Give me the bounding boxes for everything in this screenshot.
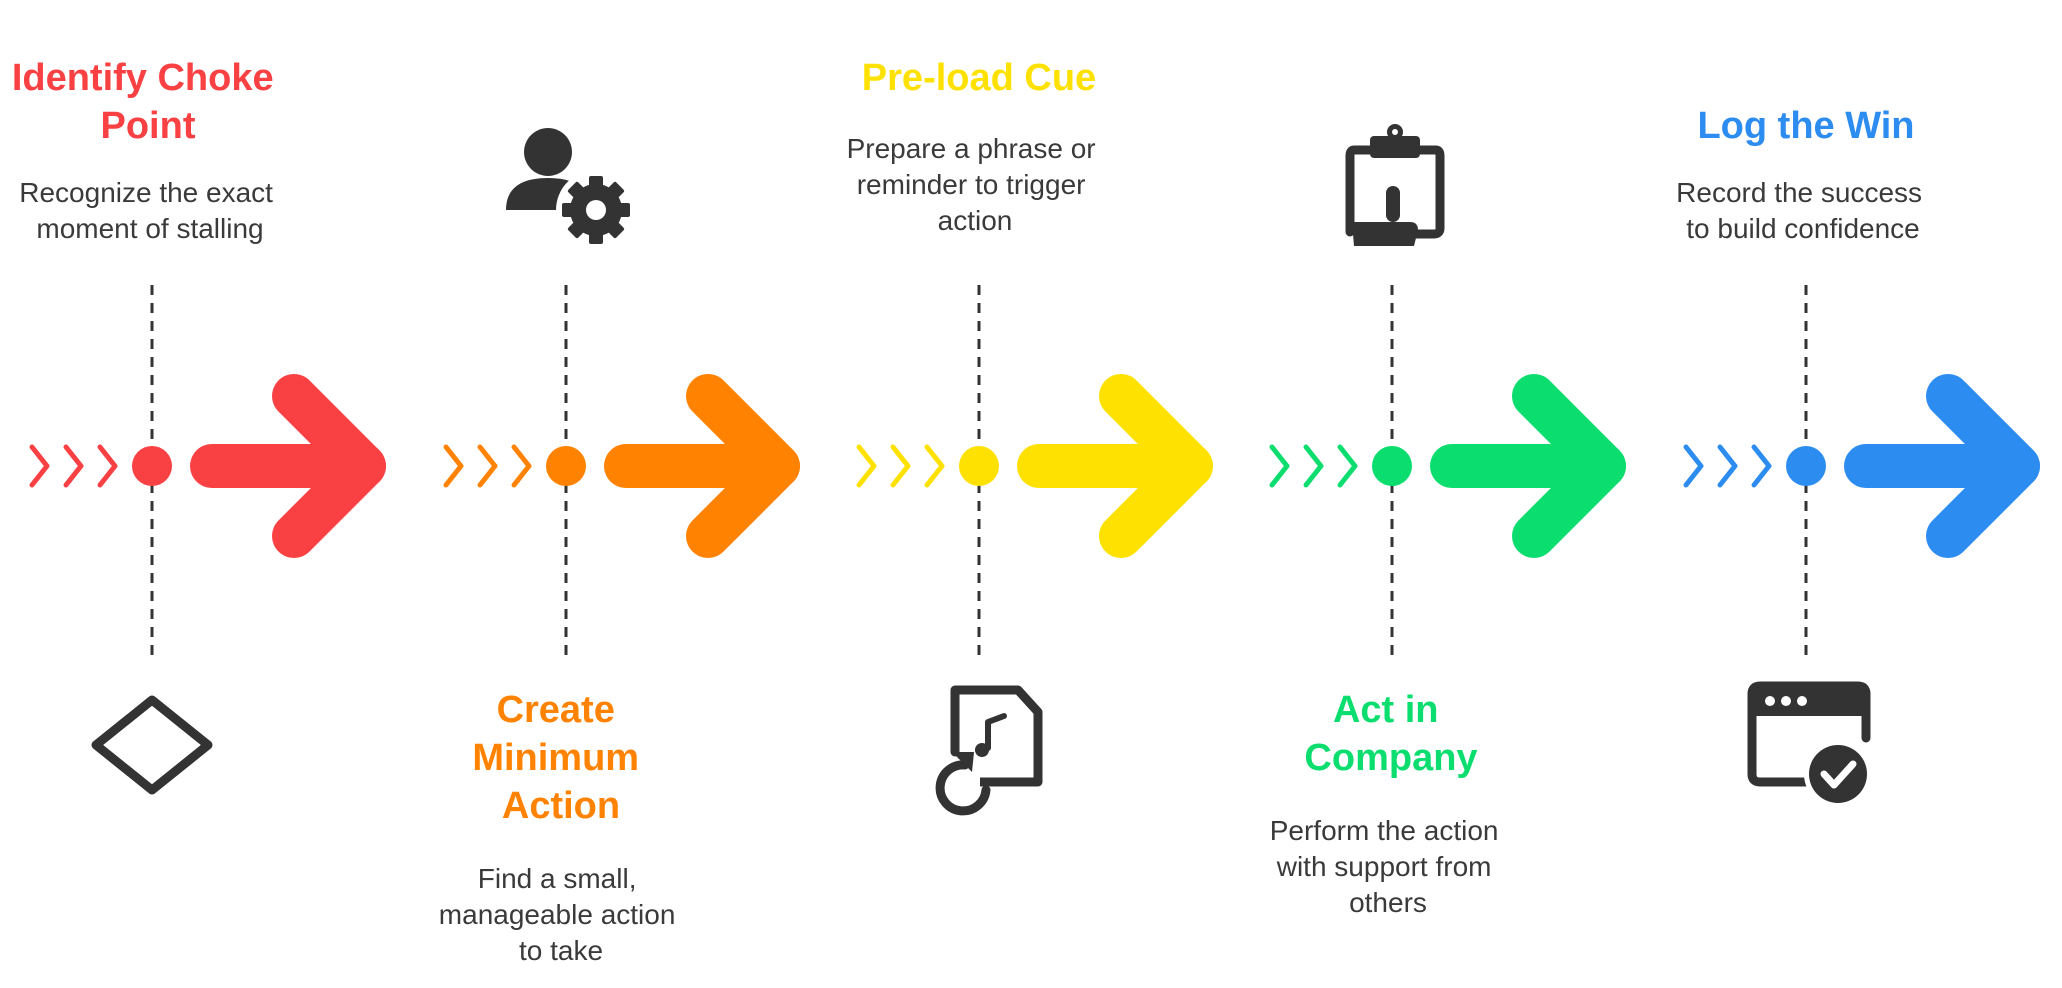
step-1-chevron-1 [29, 444, 50, 488]
step-1-title: Identify Choke Point [12, 57, 284, 147]
step-2-description: Find a small, manageable action to take [439, 863, 683, 966]
step-5-arrow [1844, 374, 2040, 558]
step-4-chevron-2 [1303, 444, 1324, 488]
step-3-chevrons [856, 444, 945, 488]
step-1-description: Recognize the exact moment of stalling [19, 177, 281, 244]
step-4-chevron-1 [1269, 444, 1290, 488]
step-3-chevron-1 [856, 444, 877, 488]
step-5: Log the Win Record the success to build … [1676, 105, 2040, 808]
step-3-title: Pre-load Cue [862, 57, 1096, 99]
step-1-chevrons [29, 444, 118, 488]
step-2-title: Create Minimum Action [472, 689, 649, 827]
step-1-chevron-2 [63, 444, 84, 488]
step-2-chevrons [443, 444, 532, 488]
step-4-description: Perform the action with support from oth… [1270, 815, 1507, 918]
step-1-dot [132, 446, 172, 486]
step-5-chevron-3 [1751, 444, 1772, 488]
step-5-description: Record the success to build confidence [1676, 177, 1930, 244]
step-1-chevron-3 [97, 444, 118, 488]
step-3-chevron-2 [890, 444, 911, 488]
step-5-chevron-2 [1717, 444, 1738, 488]
step-2-arrow [604, 374, 800, 558]
step-2-dot [546, 446, 586, 486]
step-3-chevron-3 [924, 444, 945, 488]
diamond-decision-icon [91, 695, 213, 795]
step-5-dot [1786, 446, 1826, 486]
step-2-chevron-1 [443, 444, 464, 488]
step-3-description: Prepare a phrase or reminder to trigger … [847, 133, 1104, 236]
user-gear-icon [506, 128, 636, 250]
step-2: Create Minimum Action Find a small, mana… [439, 128, 800, 966]
step-5-chevrons [1683, 444, 1772, 488]
file-refresh-icon [935, 685, 1043, 816]
step-3-arrow [1017, 374, 1213, 558]
step-5-chevron-1 [1683, 444, 1704, 488]
step-2-chevron-3 [511, 444, 532, 488]
step-3: Pre-load Cue Prepare a phrase or reminde… [847, 57, 1213, 816]
step-1-arrow [190, 374, 386, 558]
browser-check-icon [1747, 681, 1872, 808]
step-4: Act in Company Perform the action with s… [1269, 124, 1626, 918]
step-5-title: Log the Win [1697, 105, 1914, 147]
clipboard-hand-icon [1345, 124, 1445, 246]
step-3-dot [959, 446, 999, 486]
step-4-arrow [1430, 374, 1626, 558]
step-4-chevrons [1269, 444, 1358, 488]
step-4-title: Act in Company [1304, 689, 1477, 779]
step-2-chevron-2 [477, 444, 498, 488]
step-1: Identify Choke Point Recognize the exact… [12, 57, 386, 795]
step-4-chevron-3 [1337, 444, 1358, 488]
step-4-dot [1372, 446, 1412, 486]
